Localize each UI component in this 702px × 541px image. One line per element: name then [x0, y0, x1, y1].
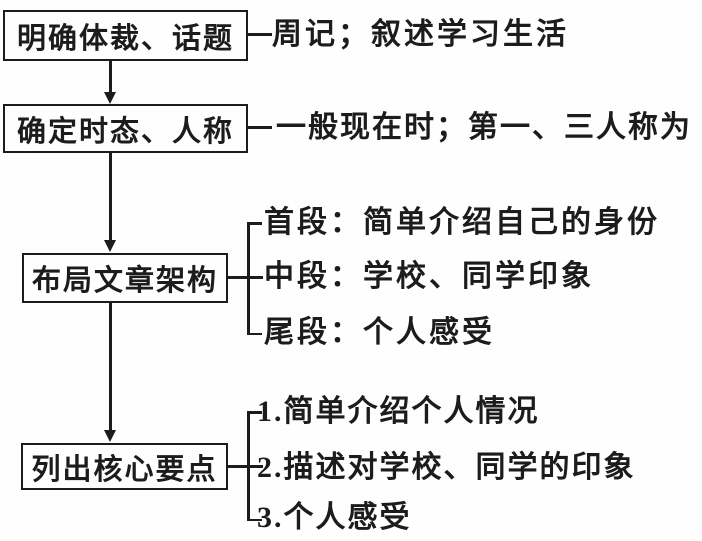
down-arrow-1	[104, 61, 116, 104]
connector-dash-1	[248, 33, 272, 36]
down-arrow-1-shaft	[109, 61, 112, 93]
flow-box-tense-person-label: 确定时态、人称	[16, 115, 234, 148]
down-arrow-2-shaft	[109, 153, 112, 241]
structure-item-body: 中段：学校、同学印象	[264, 260, 594, 293]
note-tense-person: 一般现在时；第一、三人称为	[276, 111, 692, 144]
flow-box-genre-topic-label: 明确体裁、话题	[16, 22, 234, 55]
down-arrow-1-head	[104, 92, 116, 104]
bracket-bottom-vertical	[247, 411, 250, 521]
down-arrow-2	[104, 153, 116, 252]
connector-dash-2	[248, 126, 272, 129]
flow-box-key-points: 列出核心要点	[21, 443, 228, 490]
flow-box-structure: 布局文章架构	[22, 253, 228, 303]
key-point-2: 2.描述对学校、同学的印象	[257, 451, 636, 484]
structure-item-opening: 首段：简单介绍自己的身份	[264, 206, 660, 239]
flow-box-structure-label: 布局文章架构	[31, 265, 218, 297]
bracket-bottom-bottom-tick	[249, 518, 262, 521]
bracket-bottom-connector	[227, 465, 263, 468]
key-point-3: 3.个人感受	[257, 501, 412, 534]
flow-box-genre-topic: 明确体裁、话题	[3, 10, 248, 61]
down-arrow-2-head	[104, 240, 116, 252]
structure-item-closing: 尾段：个人感受	[264, 316, 495, 349]
bracket-middle-bottom-tick	[249, 332, 262, 335]
down-arrow-3	[104, 303, 116, 442]
bracket-bottom-top-tick	[249, 411, 262, 414]
bracket-middle-top-tick	[249, 222, 262, 225]
bracket-middle-vertical	[247, 222, 250, 335]
bracket-middle-connector	[227, 276, 263, 279]
flow-box-key-points-label: 列出核心要点	[31, 453, 218, 486]
down-arrow-3-head	[104, 430, 116, 442]
flow-box-tense-person: 确定时态、人称	[3, 104, 248, 153]
key-point-1: 1.简单介绍个人情况	[257, 395, 540, 428]
note-genre-topic: 周记；叙述学习生活	[272, 18, 569, 51]
down-arrow-3-shaft	[109, 303, 112, 431]
